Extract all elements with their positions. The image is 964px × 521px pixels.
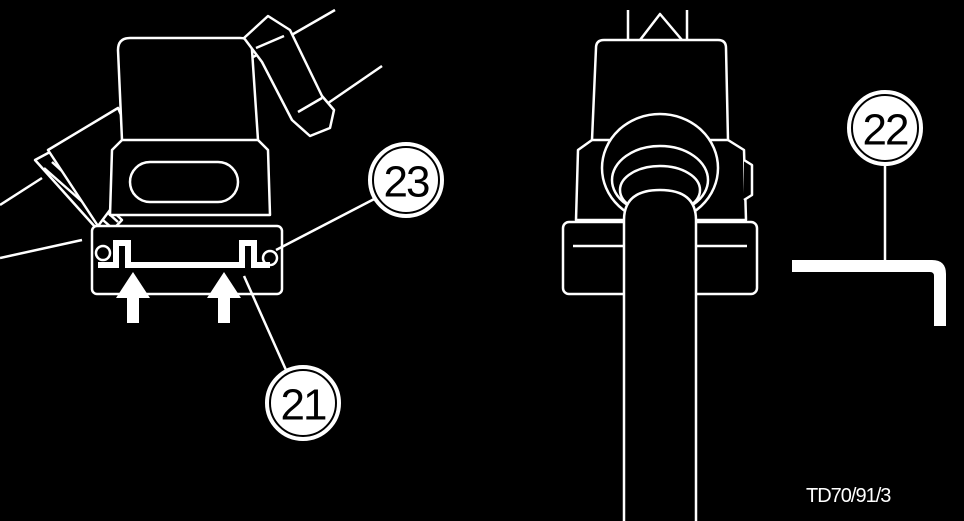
side-lug	[743, 158, 754, 202]
clamp-base	[90, 224, 284, 296]
stem-cone	[639, 12, 683, 41]
callout-22-label: 22	[863, 106, 908, 155]
callout-23: 23	[368, 142, 444, 218]
figure-reference: TD70/91/3	[806, 485, 891, 507]
allen-key-tool	[792, 260, 946, 326]
hex-nut-edge-1	[255, 34, 285, 50]
bolt-head-left	[94, 244, 112, 262]
callout-21-label: 21	[281, 381, 326, 430]
leader-21	[242, 275, 288, 371]
fuel-pipe-edge-bottom	[0, 238, 83, 260]
arrow-up-left	[116, 272, 150, 323]
callout-21: 21	[265, 365, 341, 441]
clamp-plate	[98, 240, 270, 268]
callout-22: 22	[847, 90, 923, 166]
arrow-up-right	[207, 272, 241, 323]
leader-23	[275, 194, 381, 252]
right-assembly-view	[561, 10, 759, 521]
callout-23-label: 23	[384, 158, 429, 207]
body-slot	[128, 160, 240, 204]
fuel-pipe-edge-top	[0, 176, 43, 207]
left-assembly-view	[0, 8, 383, 296]
hex-nut-edge-2	[297, 96, 323, 114]
fuel-pipe-vertical	[622, 188, 698, 521]
hex-nut	[242, 14, 336, 138]
